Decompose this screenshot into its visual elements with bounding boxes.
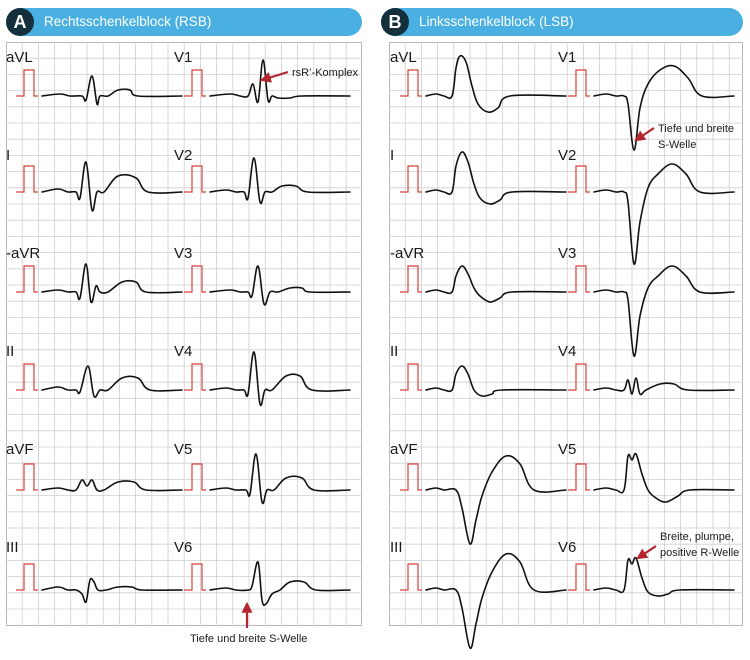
- panel-a-title: Rechtsschenkelblock (RSB): [44, 14, 212, 29]
- ecg-trace-a-v3: [209, 265, 351, 306]
- calibration-pulse: [16, 463, 38, 491]
- ecg-trace-a-avl: [41, 75, 183, 106]
- ecg-trace-b-v4: [593, 377, 735, 396]
- calibration-pulse: [568, 563, 590, 591]
- annotation-breite-r-welle-arrow: [636, 545, 657, 560]
- lead-label-a-i: I: [6, 147, 10, 164]
- lead-label-a-avl: aVL: [6, 49, 33, 66]
- lead-label-b-v3: V3: [558, 245, 576, 262]
- ecg-trace-a-i: [41, 161, 183, 212]
- calibration-pulse: [16, 265, 38, 293]
- calibration-pulse: [400, 363, 422, 391]
- calibration-pulse: [568, 363, 590, 391]
- calibration-pulse: [568, 265, 590, 293]
- lead-label-a-v4: V4: [174, 343, 192, 360]
- lead-label-b-iii: III: [390, 539, 403, 556]
- ecg-trace-b-v3: [593, 265, 735, 357]
- calibration-pulse: [568, 69, 590, 97]
- ecg-trace-a-avf: [41, 479, 183, 492]
- panel-a-badge: A: [6, 8, 34, 36]
- lead-label-a-avr: -aVR: [6, 245, 40, 262]
- annotation-breite-r-welle-text: Breite, plumpe,: [660, 531, 734, 543]
- calibration-pulse: [400, 463, 422, 491]
- lead-label-a-iii: III: [6, 539, 19, 556]
- calibration-pulse: [400, 69, 422, 97]
- ecg-trace-b-v2: [593, 163, 735, 265]
- lead-label-a-v6: V6: [174, 539, 192, 556]
- ecg-trace-b-iii: [425, 552, 567, 649]
- lead-label-a-ii: II: [6, 343, 14, 360]
- calibration-pulse: [16, 69, 38, 97]
- ecg-trace-b-v1: [593, 64, 735, 151]
- calibration-pulse: [400, 165, 422, 193]
- lead-label-b-i: I: [390, 147, 394, 164]
- ecg-trace-b-i: [425, 151, 567, 205]
- lead-label-b-v2: V2: [558, 147, 576, 164]
- ecg-trace-a-v2: [209, 157, 351, 205]
- annotation-breite-r-welle-text: positive R-Welle: [660, 547, 739, 559]
- ecg-trace-b-avr: [425, 265, 567, 303]
- lead-label-b-avr: -aVR: [390, 245, 424, 262]
- annotation-tiefe-s-welle-v1-text: Tiefe und breite: [658, 123, 734, 135]
- calibration-pulse: [184, 265, 206, 293]
- ecg-trace-b-v5: [593, 452, 735, 503]
- lead-label-a-v5: V5: [174, 441, 192, 458]
- panel-b-badge: B: [381, 8, 409, 36]
- ecg-trace-a-avr: [41, 263, 183, 304]
- panel-b-header: [381, 8, 743, 36]
- calibration-pulse: [184, 69, 206, 97]
- annotation-tiefe-s-welle-v1-arrow: [634, 127, 655, 142]
- ecg-trace-a-ii: [41, 365, 183, 398]
- ecg-trace-a-v1: [209, 59, 351, 104]
- calibration-pulse: [400, 563, 422, 591]
- calibration-pulse: [16, 165, 38, 193]
- lead-label-b-ii: II: [390, 343, 398, 360]
- calibration-pulse: [184, 165, 206, 193]
- ecg-trace-b-avl: [425, 54, 567, 113]
- calibration-pulse: [568, 463, 590, 491]
- lead-label-b-v5: V5: [558, 441, 576, 458]
- lead-label-a-v3: V3: [174, 245, 192, 262]
- ecg-trace-b-avf: [425, 454, 567, 545]
- ecg-trace-a-v6: [209, 561, 351, 607]
- lead-label-b-v1: V1: [558, 49, 576, 66]
- annotation-rsr-komplex-arrow: [259, 70, 289, 83]
- lead-label-a-avf: aVF: [6, 441, 34, 458]
- lead-label-a-v2: V2: [174, 147, 192, 164]
- calibration-pulse: [16, 563, 38, 591]
- lead-label-b-avl: aVL: [390, 49, 417, 66]
- panel-a-header: [6, 8, 362, 36]
- annotation-tiefe-s-welle-v1-text: S-Welle: [658, 139, 696, 151]
- lead-label-a-v1: V1: [174, 49, 192, 66]
- ecg-trace-a-iii: [41, 577, 183, 604]
- annotation-rsr-komplex-text: rsR’-Komplex: [292, 67, 359, 79]
- calibration-pulse: [184, 563, 206, 591]
- calibration-pulse: [184, 363, 206, 391]
- calibration-pulse: [568, 165, 590, 193]
- lead-label-b-v6: V6: [558, 539, 576, 556]
- panel-b-title: Linksschenkelblock (LSB): [419, 14, 574, 29]
- calibration-pulse: [16, 363, 38, 391]
- lead-label-b-v4: V4: [558, 343, 576, 360]
- ecg-trace-a-v4: [209, 351, 351, 407]
- ecg-trace-b-v6: [593, 556, 735, 597]
- ecg-trace-b-ii: [425, 365, 567, 397]
- lead-label-b-avf: aVF: [390, 441, 418, 458]
- calibration-pulse: [400, 265, 422, 293]
- ecg-trace-a-v5: [209, 453, 351, 505]
- calibration-pulse: [184, 463, 206, 491]
- annotation-tiefe-s-welle-v6-text: Tiefe und breite S-Welle: [190, 633, 307, 645]
